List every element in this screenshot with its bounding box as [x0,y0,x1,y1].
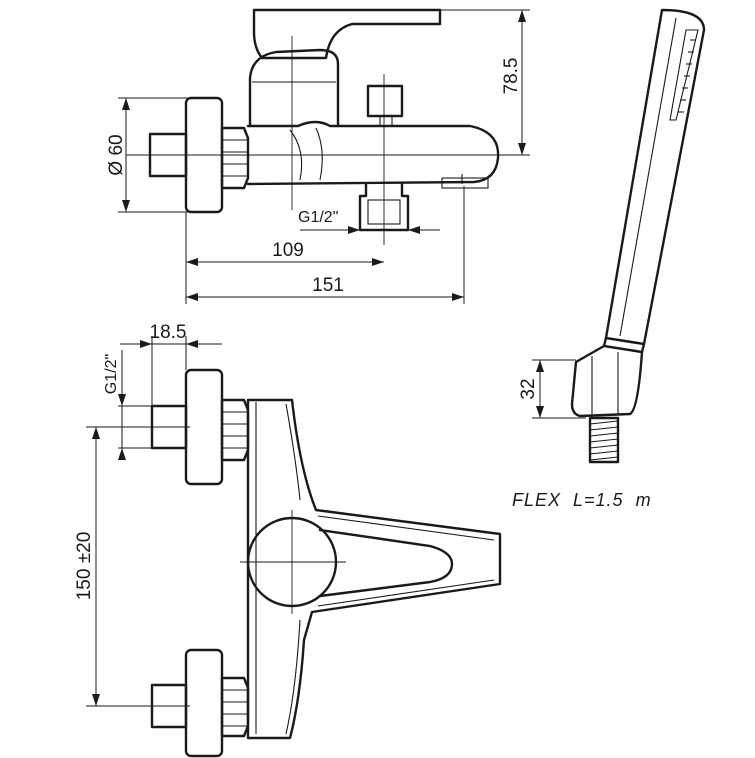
hand-shower: 32 [518,8,706,464]
top-nut [220,126,250,190]
top-view: 78.5 Ø 60 G1/2" 109 151 [106,8,530,304]
side-rosette-top [184,368,224,486]
dim-diameter: Ø 60 [106,134,127,175]
dim-center-distance: 150 ±20 [74,532,95,601]
dim-holder-height: 32 [518,378,539,399]
dim-offset-width: 18.5 [150,322,187,343]
hose-length-note: FLEX L=1.5 m [512,490,652,510]
side-body [246,398,502,740]
shower-holder [570,344,644,418]
dim-height-top: 78.5 [501,58,522,95]
dim-length-total: 151 [312,275,344,296]
dim-thread-side: G1/2" [103,354,120,394]
side-view: 18.5 G1/2" 150 ±20 [74,322,502,758]
shower-hose [588,416,620,464]
dim-length-inner: 109 [272,240,304,261]
dim-thread-top: G1/2" [298,209,338,226]
shower-handle [604,8,706,346]
top-spout [246,120,500,186]
top-diverter [366,84,404,118]
top-body [248,48,340,128]
side-rosette-bottom [184,648,224,758]
side-lever [318,528,454,598]
top-lever [252,8,442,60]
